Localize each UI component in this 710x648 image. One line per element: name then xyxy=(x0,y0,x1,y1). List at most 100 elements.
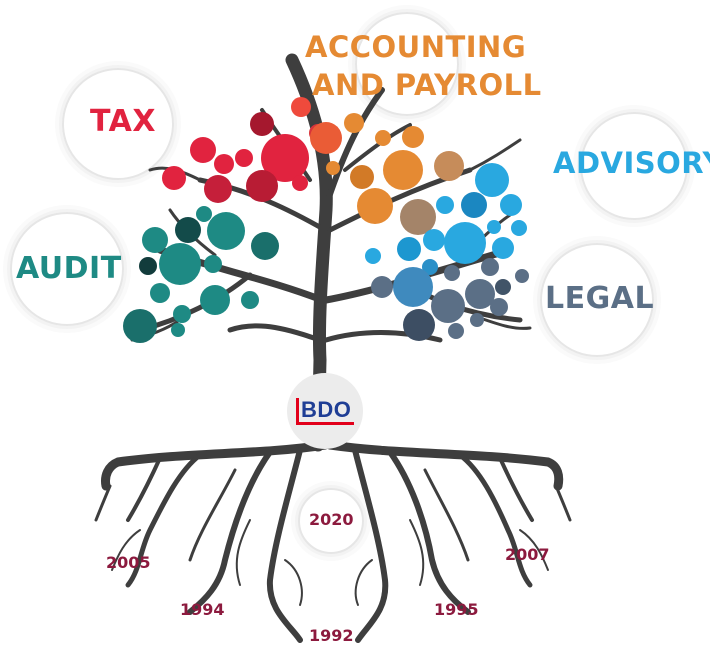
leaf-teal xyxy=(200,285,230,315)
leaf-orange xyxy=(326,161,340,175)
leaf-orange xyxy=(383,150,423,190)
leaf-blue xyxy=(492,237,514,259)
year-1995: 1995 xyxy=(434,600,479,619)
leaf-slate xyxy=(403,309,435,341)
root xyxy=(387,449,471,615)
leaf-teal xyxy=(171,323,185,337)
leaf-red xyxy=(250,112,274,136)
leaf-teal xyxy=(123,309,157,343)
service-advisory: ADVISORY xyxy=(553,146,710,180)
leaf-slate xyxy=(470,313,484,327)
year-1992: 1992 xyxy=(309,626,354,645)
leaf-blue xyxy=(365,248,381,264)
leaf-teal xyxy=(173,305,191,323)
leaf-orange xyxy=(400,199,436,235)
leaf-teal xyxy=(175,217,201,243)
leaf-blue xyxy=(423,229,445,251)
root xyxy=(354,559,373,606)
leaf-teal xyxy=(159,243,201,285)
leaf-blue xyxy=(397,237,421,261)
year-2005: 2005 xyxy=(106,553,151,572)
year-2007: 2007 xyxy=(505,545,550,564)
root-main xyxy=(101,440,330,491)
bdo-logo: BDO xyxy=(301,397,352,422)
root xyxy=(188,468,237,562)
leaf-slate xyxy=(393,267,433,307)
leaf-blue xyxy=(500,194,522,216)
root-main-right xyxy=(325,440,564,491)
leaf-blue xyxy=(475,163,509,197)
service-accounting-line1: ACCOUNTING xyxy=(305,30,527,64)
leaf-blue xyxy=(461,192,487,218)
root xyxy=(519,529,549,571)
leaf-teal xyxy=(241,291,259,309)
root xyxy=(235,519,251,586)
leaf-red xyxy=(162,166,186,190)
service-tax: TAX xyxy=(90,104,156,139)
leaf-slate xyxy=(481,258,499,276)
leaf-orange xyxy=(375,130,391,146)
root xyxy=(498,456,534,522)
leaf-blue xyxy=(422,259,438,275)
leaf-blue xyxy=(487,220,501,234)
leaf-red xyxy=(246,170,278,202)
year-1994: 1994 xyxy=(180,600,225,619)
leaf-slate xyxy=(448,323,464,339)
root xyxy=(423,468,470,562)
branch xyxy=(137,272,253,333)
root xyxy=(352,447,389,643)
leaf-blue xyxy=(511,220,527,236)
root xyxy=(409,519,425,586)
legal-ring xyxy=(540,243,654,357)
leaf-orange xyxy=(350,165,374,189)
root xyxy=(187,449,273,615)
leaf-orange xyxy=(344,113,364,133)
leaf-blue xyxy=(444,222,486,264)
leaf-orange xyxy=(434,151,464,181)
accounting-ring xyxy=(355,12,459,116)
leaf-teal xyxy=(251,232,279,260)
leaf-orange xyxy=(357,188,393,224)
leaf-red xyxy=(190,137,216,163)
leaf-teal xyxy=(207,212,245,250)
trunk xyxy=(285,53,333,452)
logo-underline xyxy=(296,422,354,425)
leaf-blue xyxy=(436,196,454,214)
service-legal: LEGAL xyxy=(545,281,655,316)
leaf-red xyxy=(214,154,234,174)
root xyxy=(94,484,112,522)
leaf-slate xyxy=(495,279,511,295)
leaf-orange xyxy=(310,122,342,154)
leaf-red xyxy=(291,97,311,117)
leaf-slate xyxy=(431,289,465,323)
branch xyxy=(468,138,522,172)
year-2020-ring xyxy=(298,488,364,554)
leaf-red xyxy=(235,149,253,167)
root xyxy=(126,456,162,522)
tree-roots xyxy=(94,440,572,643)
year-2020: 2020 xyxy=(309,510,354,529)
root xyxy=(457,452,533,588)
leaf-slate xyxy=(515,269,529,283)
service-accounting-line2: AND PAYROLL xyxy=(312,68,542,102)
trunk-upper xyxy=(325,87,385,203)
audit-ring xyxy=(10,212,124,326)
service-audit: AUDIT xyxy=(16,251,122,286)
root xyxy=(125,452,203,588)
leaf-red xyxy=(204,175,232,203)
bdo-logo-circle: BDO xyxy=(287,373,363,449)
tree-foliage xyxy=(123,97,529,343)
leaf-slate xyxy=(371,276,393,298)
leaf-slate xyxy=(465,279,495,309)
root xyxy=(284,559,303,606)
leaf-teal xyxy=(150,283,170,303)
logo-accent-bar xyxy=(296,398,299,422)
leaf-teal xyxy=(142,227,168,253)
advisory-ring xyxy=(580,112,688,220)
leaf-teal xyxy=(139,257,157,275)
tax-ring xyxy=(62,68,174,180)
root xyxy=(266,447,303,643)
leaf-teal xyxy=(204,255,222,273)
